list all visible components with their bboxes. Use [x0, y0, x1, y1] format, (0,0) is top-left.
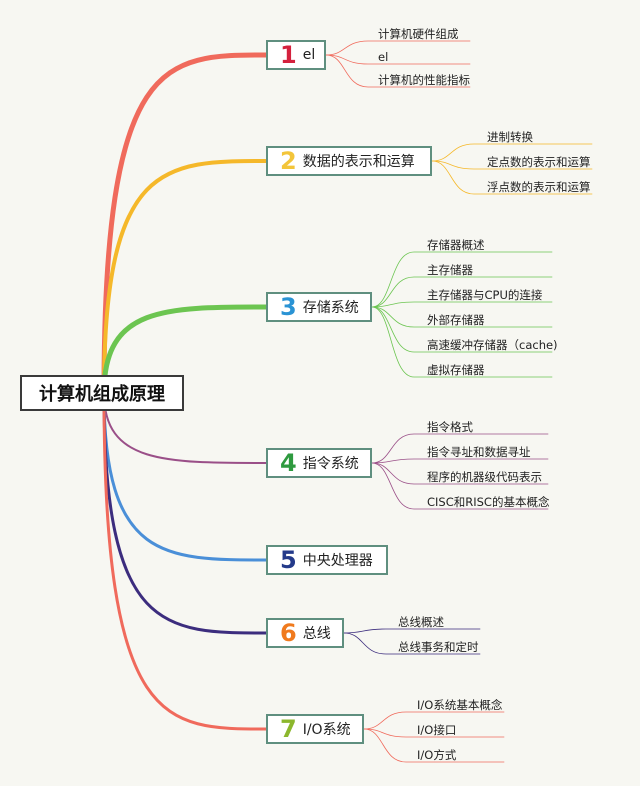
subtopic[interactable]: 总线事务和定时	[398, 640, 479, 654]
subtopic-connector	[371, 301, 553, 308]
topic-label-3: 存储系统	[302, 300, 359, 316]
topic-6[interactable]: 6 总线	[266, 618, 344, 648]
subtopic[interactable]: 进制转换	[487, 130, 533, 144]
subtopic-connector	[325, 54, 471, 65]
topic-4[interactable]: 4 指令系统	[266, 448, 372, 478]
subtopic-connector	[431, 143, 593, 162]
subtopic-connector	[371, 462, 549, 485]
subtopic[interactable]: 定点数的表示和运算	[487, 155, 591, 169]
topic-connector	[102, 391, 268, 562]
topic-connector	[101, 52, 269, 396]
subtopic[interactable]: CISC和RISC的基本概念	[427, 495, 550, 509]
topic-label-5: 中央处理器	[302, 553, 373, 569]
subtopic-connector	[363, 711, 505, 730]
subtopic-connector	[371, 306, 553, 353]
topic-connector	[102, 391, 268, 635]
subtopic-connector	[431, 160, 593, 195]
subtopic[interactable]: 指令寻址和数据寻址	[427, 445, 531, 459]
subtopic-connector	[371, 251, 553, 308]
subtopic-connector	[371, 433, 549, 464]
topic-connector	[102, 159, 268, 395]
subtopic[interactable]: 程序的机器级代码表示	[427, 470, 542, 484]
topic-number-1: 1	[280, 41, 297, 69]
topic-number-3: 3	[280, 293, 297, 321]
subtopic-connector	[431, 160, 593, 170]
subtopic[interactable]: 计算机的性能指标	[378, 73, 470, 87]
subtopic[interactable]: 总线概述	[398, 615, 444, 629]
subtopic[interactable]: el	[378, 50, 389, 64]
subtopic[interactable]: 存储器概述	[427, 238, 485, 252]
topic-connector	[102, 391, 268, 731]
subtopic-connector	[325, 54, 471, 88]
topic-3[interactable]: 3 存储系统	[266, 292, 372, 322]
subtopic[interactable]: 浮点数的表示和运算	[487, 180, 591, 194]
subtopic[interactable]: 主存储器	[427, 263, 473, 277]
topic-1[interactable]: 1 el	[266, 40, 326, 70]
subtopic-connector	[363, 728, 505, 763]
subtopic-connector	[371, 276, 553, 308]
subtopic[interactable]: I/O接口	[417, 723, 457, 737]
subtopic[interactable]: 虚拟存储器	[427, 363, 485, 377]
subtopic[interactable]: 外部存储器	[427, 313, 485, 327]
topic-label-4: 指令系统	[302, 456, 359, 472]
subtopic[interactable]: I/O方式	[417, 748, 457, 762]
topic-number-6: 6	[280, 619, 297, 647]
subtopic-connector	[371, 462, 549, 510]
central-topic[interactable]: 计算机组成原理	[20, 375, 184, 411]
subtopic-connector	[325, 40, 471, 56]
topic-number-7: 7	[280, 715, 297, 743]
topic-5[interactable]: 5 中央处理器	[266, 545, 388, 575]
topic-2[interactable]: 2 数据的表示和运算	[266, 146, 432, 176]
topic-number-2: 2	[280, 147, 297, 175]
subtopic[interactable]: 指令格式	[427, 420, 473, 434]
topic-label-1: el	[302, 47, 316, 63]
topic-connector	[101, 304, 269, 396]
subtopic-connector	[343, 632, 481, 655]
subtopic-connector	[371, 306, 553, 378]
topic-label-6: 总线	[302, 626, 331, 642]
subtopic[interactable]: 主存储器与CPU的连接	[427, 288, 543, 302]
topic-connector	[103, 392, 267, 464]
topic-number-4: 4	[280, 449, 297, 477]
subtopic[interactable]: I/O系统基本概念	[417, 698, 503, 712]
subtopic-connector	[363, 728, 505, 738]
topic-label-7: I/O系统	[302, 722, 351, 738]
subtopic[interactable]: 高速缓冲存储器（cache)	[427, 338, 558, 352]
subtopic[interactable]: 计算机硬件组成	[378, 27, 459, 41]
subtopic-connector	[371, 458, 549, 464]
central-topic-label: 计算机组成原理	[39, 384, 165, 405]
subtopic-connector	[343, 628, 481, 634]
topic-number-5: 5	[280, 546, 297, 574]
topic-label-2: 数据的表示和运算	[302, 154, 415, 170]
subtopic-connector	[371, 306, 553, 328]
topic-7[interactable]: 7 I/O系统	[266, 714, 364, 744]
